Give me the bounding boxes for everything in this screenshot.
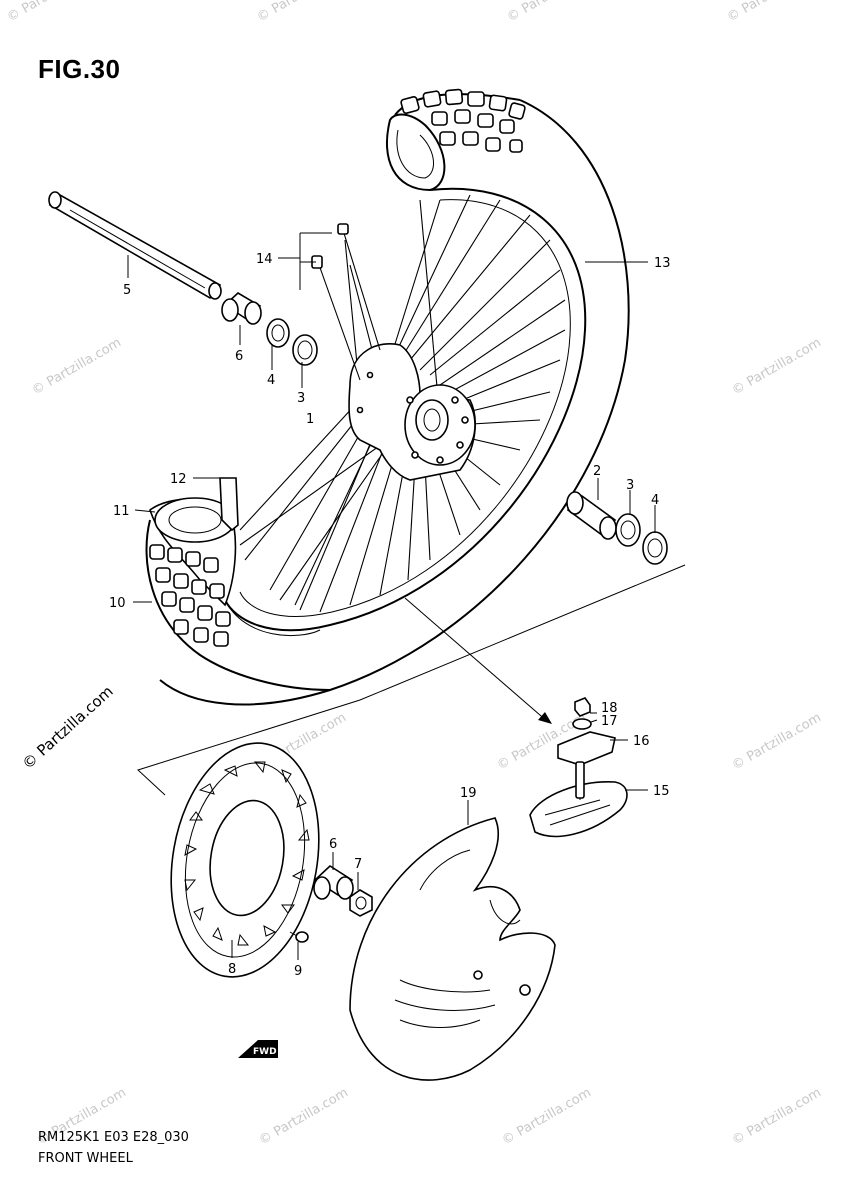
bearing-right <box>615 513 641 547</box>
callout-1: 1 <box>306 412 314 427</box>
callout-17: 17 <box>601 714 618 729</box>
watermark: © Partzilla.com <box>5 0 99 25</box>
watermark: © Partzilla.com <box>725 0 819 25</box>
tire-lower <box>145 497 331 691</box>
callout-8: 8 <box>228 962 236 977</box>
valve-nut <box>574 697 591 717</box>
tire <box>159 88 630 706</box>
assembly-guide-lines <box>137 564 686 796</box>
valve-washer <box>572 718 592 730</box>
callout-19: 19 <box>460 786 477 801</box>
watermark: © Partzilla.com <box>505 0 599 25</box>
watermark: © Partzilla.com <box>730 335 824 398</box>
bearing-upper <box>292 334 318 366</box>
fwd-arrow-icon: FWD <box>238 1040 278 1058</box>
watermark: © Partzilla.com <box>30 335 124 398</box>
callout-3-upper: 3 <box>297 391 305 406</box>
callout-6-lower: 6 <box>329 837 337 852</box>
watermark: © Partzilla.com <box>730 710 824 773</box>
axle <box>48 191 222 300</box>
seal-upper <box>266 318 290 348</box>
watermark: © Partzilla.com <box>500 1085 594 1148</box>
callout-9: 9 <box>294 964 302 979</box>
leader-lines <box>127 232 656 960</box>
watermark: © Partzilla.com <box>730 1085 824 1148</box>
spacer-right <box>566 491 617 540</box>
callout-5: 5 <box>123 283 131 298</box>
model-code: RM125K1 E03 E28_030 <box>38 1130 189 1145</box>
tire-tread-top <box>400 88 526 153</box>
callout-18: 18 <box>601 701 618 716</box>
fwd-label: FWD <box>253 1047 277 1057</box>
figure-title: FIG.30 <box>38 54 121 84</box>
spacer-upper <box>221 292 262 325</box>
callout-14: 14 <box>256 252 273 267</box>
axle-nut <box>349 889 373 917</box>
tire-tread-lower <box>149 544 231 647</box>
spokes <box>239 194 566 613</box>
callout-4-upper: 4 <box>267 373 275 388</box>
spoke-part-14 <box>311 223 381 381</box>
rim-lock <box>219 477 239 532</box>
callout-13: 13 <box>654 256 671 271</box>
hub <box>348 343 476 481</box>
spacer-lower <box>313 864 354 900</box>
callout-7: 7 <box>354 857 362 872</box>
seal-right <box>642 531 668 565</box>
disc-cover <box>349 817 556 1081</box>
callout-15: 15 <box>653 784 670 799</box>
inner-tube <box>529 761 628 838</box>
callout-2: 2 <box>593 464 601 479</box>
rim <box>224 187 587 637</box>
watermark-main: © Partzilla.com <box>19 682 117 773</box>
callout-3-right: 3 <box>626 478 634 493</box>
watermark: © Partzilla.com <box>257 1085 351 1148</box>
callout-12: 12 <box>170 472 187 487</box>
diagram-name: FRONT WHEEL <box>38 1151 133 1166</box>
disc-bolt <box>289 931 309 943</box>
callout-4-right: 4 <box>651 493 659 508</box>
valve-arrow <box>538 712 552 724</box>
callout-6-upper: 6 <box>235 349 243 364</box>
callout-16: 16 <box>633 734 650 749</box>
callout-labels: 13 14 5 6 4 3 1 2 3 4 12 11 10 18 17 16 … <box>109 252 671 979</box>
brake-disc <box>170 742 320 978</box>
callout-11: 11 <box>113 504 130 519</box>
watermark: © Partzilla.com <box>255 0 349 25</box>
rim-lock-block <box>557 731 616 766</box>
callout-10: 10 <box>109 596 126 611</box>
